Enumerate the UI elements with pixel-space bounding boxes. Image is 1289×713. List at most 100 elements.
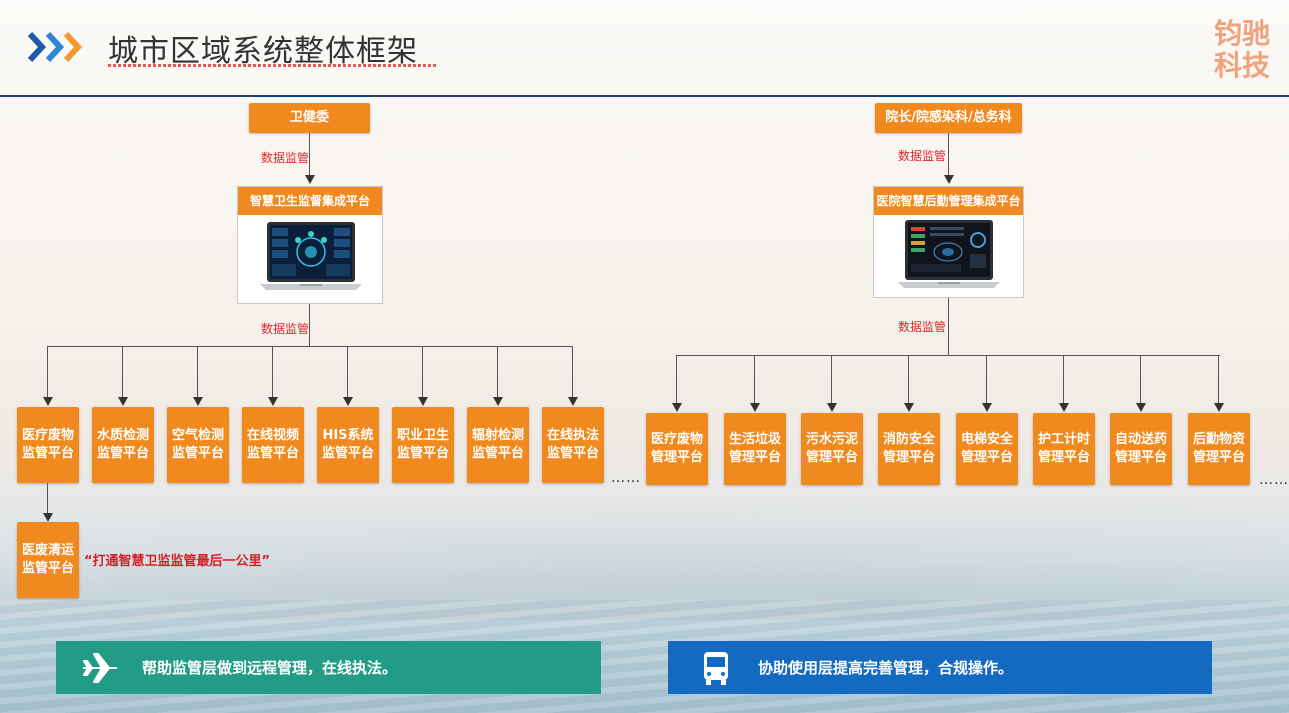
right-child-node: 消防安全管理平台 — [878, 413, 940, 485]
node-line-1: 后勤物资 — [1192, 432, 1245, 447]
background-hills — [0, 470, 1289, 620]
node-line-2: 管理平台 — [805, 450, 858, 465]
arrow-down-icon — [493, 397, 503, 406]
node-line-1: 医废清运 — [21, 543, 74, 558]
node-line-1: 空气检测 — [171, 428, 224, 443]
node-line-2: 管理平台 — [650, 450, 703, 465]
connector — [948, 298, 949, 355]
node-line-2: 管理平台 — [1037, 450, 1090, 465]
right-child-node: 生活垃圾管理平台 — [724, 413, 786, 485]
laptop-dashboard-icon — [260, 222, 362, 290]
left-child-node: 水质检测监管平台 — [92, 407, 154, 483]
node-line-1: 生活垃圾 — [728, 432, 781, 447]
logo-line-1: 钧驰 — [1213, 17, 1270, 50]
arrow-down-icon — [827, 403, 837, 412]
node-line-1: 消防安全 — [882, 432, 935, 447]
left-child-node: 在线执法监管平台 — [542, 407, 604, 483]
node-line-2: 管理平台 — [960, 450, 1013, 465]
left-platform-title: 智慧卫生监督集成平台 — [238, 187, 382, 215]
connector — [309, 304, 310, 346]
arrow-down-icon — [118, 397, 128, 406]
connector — [1140, 355, 1141, 404]
connector — [309, 133, 310, 175]
left-platform-card: 智慧卫生监督集成平台 — [237, 186, 383, 304]
arrow-down-icon — [268, 397, 278, 406]
node-line-1: 医疗废物 — [650, 432, 703, 447]
header-divider — [0, 95, 1289, 97]
arrow-down-icon — [1136, 403, 1146, 412]
node-line-2: 管理平台 — [1192, 450, 1245, 465]
node-line-1: 在线视频 — [246, 428, 299, 443]
right-child-node: 医疗废物管理平台 — [646, 413, 708, 485]
arrow-down-icon — [43, 513, 53, 522]
right-child-node: 自动送药管理平台 — [1110, 413, 1172, 485]
node-line-2: 监管平台 — [171, 446, 224, 461]
left-top-node: 卫健委 — [249, 103, 370, 133]
node-line-1: 污水污泥 — [805, 432, 858, 447]
bus-line — [677, 355, 1220, 356]
node-line-2: 监管平台 — [21, 446, 74, 461]
company-logo: 钧驰 科技 — [1213, 18, 1271, 82]
left-flow-label-1: 数据监管 — [261, 151, 310, 165]
arrow-down-icon — [343, 397, 353, 406]
node-line-1: 自动送药 — [1114, 432, 1167, 447]
arrow-down-icon — [305, 175, 315, 184]
node-line-2: 监管平台 — [396, 446, 449, 461]
connector — [422, 346, 423, 398]
right-flow-label-1: 数据监管 — [898, 149, 947, 163]
left-child-node: 在线视频监管平台 — [242, 407, 304, 483]
connector — [831, 355, 832, 404]
right-ellipsis: …… — [1259, 472, 1289, 488]
connector — [986, 355, 987, 404]
chevrons-icon — [28, 31, 83, 63]
left-child-node: 辐射检测监管平台 — [467, 407, 529, 483]
connector — [572, 346, 573, 398]
node-line-2: 监管平台 — [321, 446, 374, 461]
connector — [1218, 355, 1219, 404]
slogan-text: “打通智慧卫监监管最后一公里” — [84, 554, 271, 569]
right-child-node: 护工计时管理平台 — [1033, 413, 1095, 485]
left-flow-label-2: 数据监管 — [261, 322, 310, 336]
left-child-node: 医疗废物监管平台 — [17, 407, 79, 483]
logo-line-2: 科技 — [1213, 49, 1270, 82]
laptop-dashboard-icon — [898, 220, 1000, 288]
node-line-1: 在线执法 — [546, 428, 599, 443]
left-ellipsis: …… — [611, 470, 641, 486]
connector — [754, 355, 755, 404]
right-child-node: 电梯安全管理平台 — [956, 413, 1018, 485]
node-line-2: 监管平台 — [246, 446, 299, 461]
bus-line — [47, 346, 573, 347]
left-child-node: 空气检测监管平台 — [167, 407, 229, 483]
connector — [197, 346, 198, 398]
node-line-1: 医疗废物 — [21, 428, 74, 443]
node-line-2: 监管平台 — [546, 446, 599, 461]
node-line-1: 辐射检测 — [471, 428, 524, 443]
connector — [347, 346, 348, 398]
connector — [47, 483, 48, 515]
connector — [122, 346, 123, 398]
right-platform-title: 医院智慧后勤管理集成平台 — [874, 187, 1023, 215]
right-flow-label-2: 数据监管 — [898, 320, 947, 334]
arrow-down-icon — [750, 403, 760, 412]
left-child-node: 职业卫生监管平台 — [392, 407, 454, 483]
connector — [948, 133, 949, 175]
node-line-2: 监管平台 — [96, 446, 149, 461]
node-line-1: 护工计时 — [1037, 432, 1090, 447]
compliance-banner: 协助使用层提高完善管理，合规操作。 — [668, 641, 1212, 694]
arrow-down-icon — [568, 397, 578, 406]
connector — [47, 346, 48, 398]
arrow-down-icon — [43, 397, 53, 406]
page-title: 城市区域系统整体框架 — [108, 34, 418, 69]
node-line-2: 管理平台 — [1114, 450, 1167, 465]
arrow-down-icon — [944, 175, 954, 184]
right-child-node: 后勤物资管理平台 — [1188, 413, 1250, 485]
remote-management-banner: 帮助监管层做到远程管理，在线执法。 — [56, 641, 601, 694]
node-line-1: 电梯安全 — [960, 432, 1013, 447]
bus-icon — [704, 651, 728, 685]
node-line-2: 监管平台 — [471, 446, 524, 461]
left-child-node: HIS系统监管平台 — [317, 407, 379, 483]
connector — [908, 355, 909, 404]
left-sub-node: 医废清运 监管平台 — [17, 522, 79, 598]
airplane-icon — [83, 652, 117, 683]
arrow-down-icon — [193, 397, 203, 406]
